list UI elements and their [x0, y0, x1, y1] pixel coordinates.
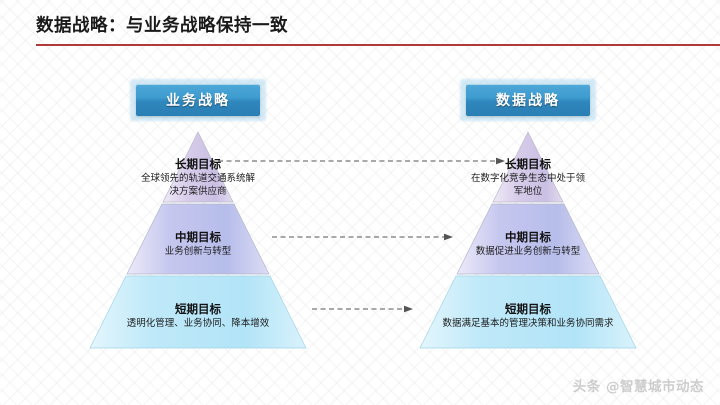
- pyramid-tier-long-term: [162, 131, 234, 203]
- title-block: 数据战略：与业务战略保持一致: [36, 16, 720, 46]
- banner-label: 业务战略: [166, 93, 230, 109]
- banner-business-strategy[interactable]: 业务战略: [130, 79, 266, 121]
- pyramid-tier-mid-term: [126, 203, 270, 275]
- pyramid-tier-mid-term: [456, 203, 600, 275]
- watermark: 头条 @智慧城市动态: [572, 379, 704, 395]
- pyramid-tier-short-term: [419, 275, 637, 349]
- pyramid-tier-short-term: [89, 275, 307, 349]
- banner-box: 业务战略: [136, 84, 260, 116]
- banner-data-strategy[interactable]: 数据战略: [460, 79, 596, 121]
- pyramid-shape: [89, 131, 307, 349]
- page-title: 数据战略：与业务战略保持一致: [36, 16, 288, 36]
- banner-label: 数据战略: [496, 93, 560, 109]
- title-underline-rule: [36, 44, 720, 46]
- pyramid-tier-long-term: [492, 131, 564, 203]
- pyramid-shape: [419, 131, 637, 349]
- pyramid-business-strategy: 长期目标 全球领先的轨道交通系统解决方案供应商 中期目标 业务创新与转型 短期目…: [66, 130, 330, 352]
- banner-box: 数据战略: [466, 84, 590, 116]
- pyramid-data-strategy: 长期目标 在数字化竞争生态中处于领军地位 中期目标 数据促进业务创新与转型 短期…: [396, 130, 660, 352]
